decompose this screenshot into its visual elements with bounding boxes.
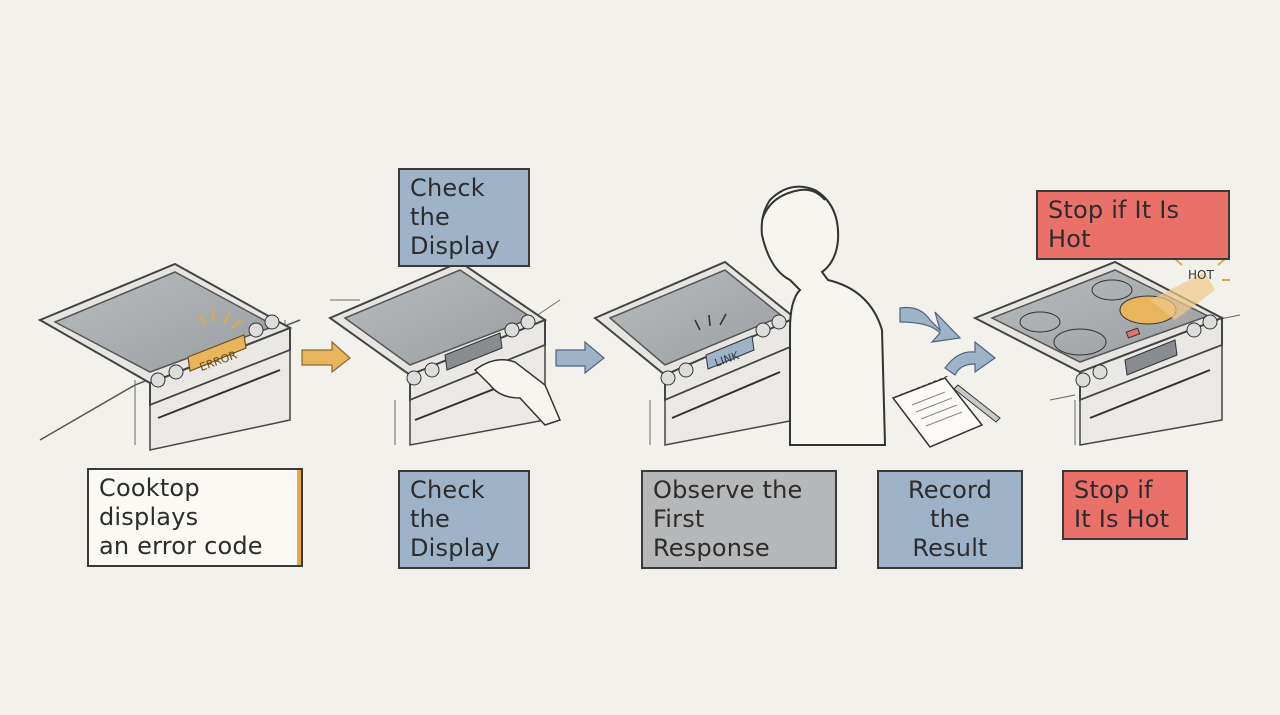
step-caption-stop: Stop if It Is Hot: [1062, 470, 1188, 540]
caption-line: an error code: [99, 532, 263, 560]
top-label-stop-text: Stop if It Is Hot: [1048, 196, 1180, 253]
top-label-check-line1: Check the: [410, 174, 485, 231]
curved-arrow-icon: [944, 340, 997, 376]
caption-line: Record the: [907, 476, 993, 533]
stove-error-illustration: ERROR: [37, 262, 301, 451]
top-label-check-display: Check the Display: [398, 168, 530, 267]
hand-icon: [473, 359, 562, 426]
top-label-stop-hot: Stop if It Is Hot: [1036, 190, 1230, 260]
pen-icon: [953, 384, 1001, 423]
caption-line: Result: [912, 534, 988, 562]
curved-arrow-icon: [899, 306, 962, 343]
step-caption-observe: Observe the First Response: [641, 470, 837, 569]
caption-line: Observe the: [653, 476, 803, 504]
caption-line: First Response: [653, 505, 770, 562]
notepad-icon: [891, 375, 984, 448]
stove-observe-illustration: LINK: [593, 185, 887, 446]
stove-hot-illustration: HOT: [972, 250, 1241, 446]
person-icon: [760, 185, 887, 446]
caption-line: Cooktop displays: [99, 474, 200, 531]
hot-indicator-text: HOT: [1188, 268, 1214, 282]
caption-line: Display: [410, 534, 500, 562]
caption-line: Check the: [410, 476, 485, 533]
top-label-check-line2: Display: [410, 232, 500, 260]
stove-check-illustration: [327, 260, 562, 446]
arrow-right-icon: [555, 340, 605, 375]
step-caption-error: Cooktop displays an error code: [87, 468, 303, 567]
step-caption-check: Check the Display: [398, 470, 530, 569]
arrow-right-icon: [301, 340, 351, 374]
caption-line: It Is Hot: [1074, 505, 1170, 533]
caption-line: Stop if: [1074, 476, 1153, 504]
step-caption-record: Record the Result: [877, 470, 1023, 569]
